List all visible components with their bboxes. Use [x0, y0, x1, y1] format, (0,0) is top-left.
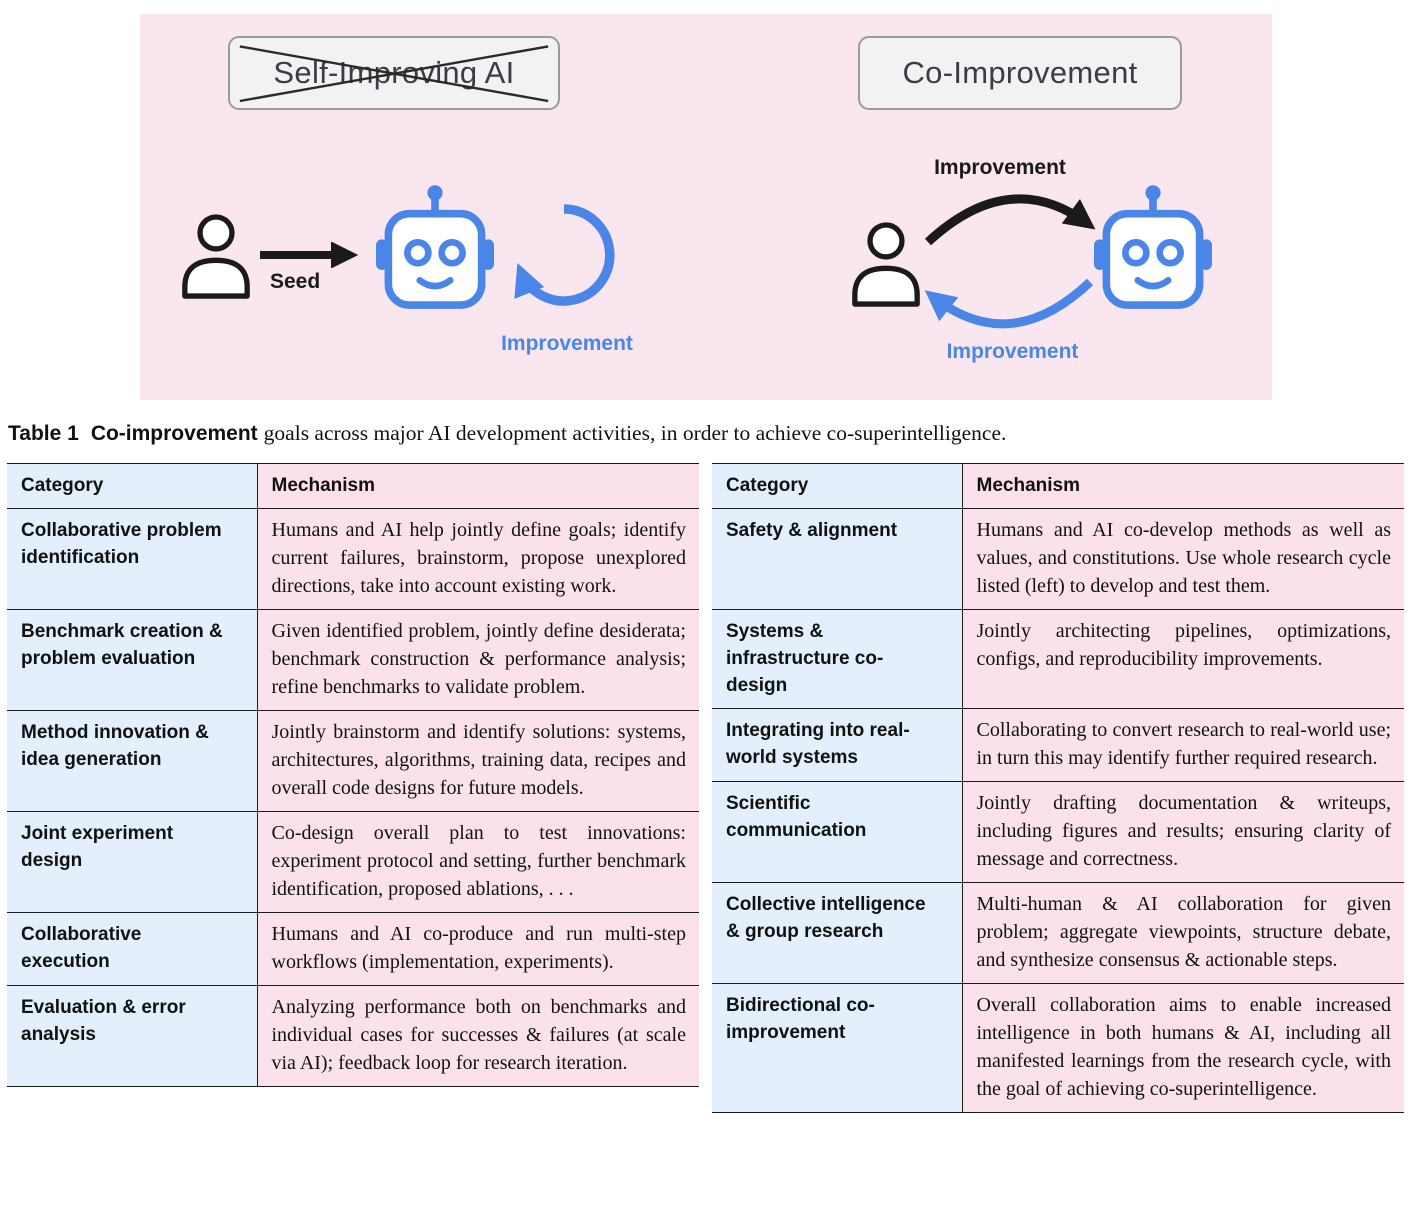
table-row: Systems & infrastructure co-design Joint…: [712, 609, 1404, 709]
mechanism-cell: Collaborating to convert research to rea…: [962, 708, 1404, 782]
robot-icon: [376, 184, 494, 312]
improvement-loop-arrow-icon: [514, 204, 615, 306]
caption-text: goals across major AI development activi…: [263, 421, 1007, 445]
seed-arrow-icon: [260, 242, 359, 268]
caption-bold-term: Co-improvement: [90, 422, 258, 445]
category-cell: Method innovation & idea generation: [7, 710, 258, 812]
self-improving-label: Self-Improving AI: [273, 55, 515, 90]
mechanism-cell: Given identified problem, jointly define…: [257, 609, 699, 711]
table-row: Collaborative problem identification Hum…: [7, 508, 699, 610]
mechanism-cell: Analyzing performance both on benchmarks…: [257, 985, 699, 1087]
header-row: Category Mechanism: [7, 463, 699, 509]
table-row: Bidirectional co-improvement Overall col…: [712, 983, 1404, 1113]
category-cell: Systems & infrastructure co-design: [712, 609, 963, 709]
table-row: Joint experiment design Co-design overal…: [7, 811, 699, 913]
category-cell: Integrating into real-world systems: [712, 708, 963, 782]
figure-panel: Self-Improving AI Seed Improvement Co-Im…: [140, 14, 1272, 400]
tables-container: Category Mechanism Collaborative problem…: [0, 463, 1412, 1113]
table-row: Collective intelligence & group research…: [712, 882, 1404, 984]
caption-table-number: Table 1: [8, 422, 79, 445]
header-row: Category Mechanism: [712, 463, 1404, 509]
table-row: Method innovation & idea generation Join…: [7, 710, 699, 812]
seed-label: Seed: [270, 270, 321, 293]
table-row: Scientific communication Jointly draftin…: [712, 781, 1404, 883]
category-cell: Bidirectional co-improvement: [712, 983, 963, 1113]
table-row: Safety & alignment Humans and AI co-deve…: [712, 508, 1404, 610]
co-improvement-label: Co-Improvement: [902, 55, 1138, 90]
category-cell: Evaluation & error analysis: [7, 985, 258, 1087]
mechanism-cell: Humans and AI co-develop methods as well…: [962, 508, 1404, 610]
improvement-label-left: Improvement: [501, 332, 633, 355]
mechanism-cell: Multi-human & AI collaboration for given…: [962, 882, 1404, 984]
mechanism-cell: Humans and AI co-produce and run multi-s…: [257, 912, 699, 986]
table-row: Benchmark creation & problem evaluation …: [7, 609, 699, 711]
mechanism-cell: Jointly architecting pipelines, optimiza…: [962, 609, 1404, 709]
mechanism-header: Mechanism: [257, 463, 699, 509]
mechanism-cell: Jointly drafting documentation & writeup…: [962, 781, 1404, 883]
co-improvement-box: Co-Improvement: [858, 36, 1182, 110]
bidirectional-arrows-icon: [924, 194, 1096, 329]
improvement-label-bottom: Improvement: [946, 340, 1079, 363]
mechanism-cell: Jointly brainstorm and identify solution…: [257, 710, 699, 812]
improvement-label-top: Improvement: [934, 156, 1066, 179]
human-icon: [178, 202, 254, 308]
self-improving-box: Self-Improving AI: [228, 36, 560, 110]
table-row: Integrating into real-world systems Coll…: [712, 708, 1404, 782]
mechanism-cell: Humans and AI help jointly define goals;…: [257, 508, 699, 610]
category-cell: Joint experiment design: [7, 811, 258, 913]
table-row: Evaluation & error analysis Analyzing pe…: [7, 985, 699, 1087]
category-cell: Collaborative execution: [7, 912, 258, 986]
table-row: Collaborative execution Humans and AI co…: [7, 912, 699, 986]
left-table: Category Mechanism Collaborative problem…: [7, 463, 699, 1087]
category-cell: Benchmark creation & problem evaluation: [7, 609, 258, 711]
category-cell: Collective intelligence & group research: [712, 882, 963, 984]
mechanism-header: Mechanism: [962, 463, 1404, 509]
human-icon: [848, 210, 924, 316]
right-table: Category Mechanism Safety & alignment Hu…: [712, 463, 1404, 1113]
category-header: Category: [7, 463, 258, 509]
category-cell: Safety & alignment: [712, 508, 963, 610]
mechanism-cell: Overall collaboration aims to enable inc…: [962, 983, 1404, 1113]
mechanism-cell: Co-design overall plan to test innovatio…: [257, 811, 699, 913]
robot-icon: [1094, 184, 1212, 312]
category-header: Category: [712, 463, 963, 509]
category-cell: Scientific communication: [712, 781, 963, 883]
category-cell: Collaborative problem identification: [7, 508, 258, 610]
